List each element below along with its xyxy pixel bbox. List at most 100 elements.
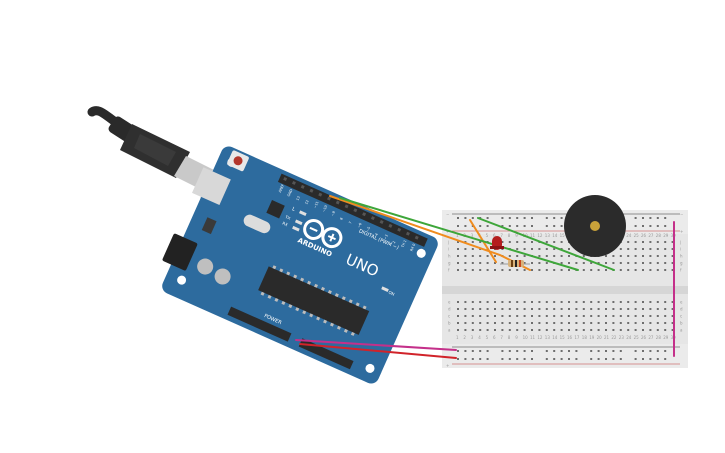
buzzer-icon[interactable] bbox=[564, 195, 626, 257]
usb-port[interactable] bbox=[192, 167, 231, 206]
breadboard-hole[interactable] bbox=[494, 322, 496, 324]
breadboard-hole[interactable] bbox=[553, 308, 556, 310]
breadboard-hole[interactable] bbox=[494, 315, 496, 317]
breadboard-hole[interactable] bbox=[464, 269, 467, 271]
breadboard-hole[interactable] bbox=[471, 269, 474, 271]
breadboard-hole[interactable] bbox=[627, 315, 630, 317]
rail-hole[interactable] bbox=[642, 350, 644, 352]
rail-hole[interactable] bbox=[531, 217, 533, 219]
header-pin[interactable] bbox=[344, 204, 349, 209]
rail-hole[interactable] bbox=[516, 225, 519, 227]
rail-hole[interactable] bbox=[597, 358, 600, 360]
magenta-wire[interactable] bbox=[295, 339, 457, 351]
rail-hole[interactable] bbox=[553, 358, 556, 360]
breadboard-hole[interactable] bbox=[516, 315, 519, 317]
breadboard-hole[interactable] bbox=[656, 255, 659, 257]
green-wire-1[interactable] bbox=[339, 197, 579, 271]
breadboard-hole[interactable] bbox=[560, 301, 563, 303]
breadboard-hole[interactable] bbox=[553, 301, 556, 303]
breadboard-hole[interactable] bbox=[656, 322, 659, 324]
breadboard-hole[interactable] bbox=[568, 308, 570, 310]
breadboard-hole[interactable] bbox=[575, 308, 578, 310]
breadboard-hole[interactable] bbox=[531, 315, 533, 317]
breadboard-hole[interactable] bbox=[605, 269, 607, 271]
breadboard-hole[interactable] bbox=[479, 308, 482, 310]
breadboard-hole[interactable] bbox=[671, 308, 674, 310]
rail-hole[interactable] bbox=[531, 358, 533, 360]
breadboard-hole[interactable] bbox=[501, 262, 504, 264]
rail-hole[interactable] bbox=[649, 225, 652, 227]
breadboard-hole[interactable] bbox=[457, 315, 459, 317]
rail-hole[interactable] bbox=[486, 217, 489, 219]
breadboard-hole[interactable] bbox=[612, 262, 615, 264]
rail-hole[interactable] bbox=[516, 217, 519, 219]
rail-hole[interactable] bbox=[457, 350, 459, 352]
rail-hole[interactable] bbox=[553, 217, 556, 219]
breadboard-hole[interactable] bbox=[516, 329, 519, 331]
breadboard-hole[interactable] bbox=[516, 241, 519, 243]
breadboard-hole[interactable] bbox=[457, 308, 459, 310]
breadboard-hole[interactable] bbox=[671, 315, 674, 317]
breadboard-hole[interactable] bbox=[582, 255, 585, 257]
breadboard-hole[interactable] bbox=[634, 269, 637, 271]
rail-hole[interactable] bbox=[523, 358, 526, 360]
breadboard-hole[interactable] bbox=[582, 315, 585, 317]
breadboard-hole[interactable] bbox=[642, 329, 644, 331]
breadboard-hole[interactable] bbox=[479, 322, 482, 324]
rail-hole[interactable] bbox=[457, 225, 459, 227]
breadboard-hole[interactable] bbox=[471, 262, 474, 264]
breadboard-hole[interactable] bbox=[582, 301, 585, 303]
breadboard-hole[interactable] bbox=[553, 269, 556, 271]
breadboard-hole[interactable] bbox=[582, 322, 585, 324]
breadboard-hole[interactable] bbox=[634, 315, 637, 317]
rail-hole[interactable] bbox=[560, 225, 563, 227]
breadboard-hole[interactable] bbox=[464, 255, 467, 257]
reset-button[interactable] bbox=[227, 150, 250, 172]
rail-hole[interactable] bbox=[508, 358, 511, 360]
rail-hole[interactable] bbox=[545, 358, 548, 360]
breadboard-hole[interactable] bbox=[523, 241, 526, 243]
breadboard-hole[interactable] bbox=[634, 301, 637, 303]
breadboard-hole[interactable] bbox=[538, 248, 541, 250]
breadboard-hole[interactable] bbox=[494, 255, 496, 257]
rail-hole[interactable] bbox=[486, 225, 489, 227]
rail-hole[interactable] bbox=[568, 350, 570, 352]
header-pin[interactable] bbox=[291, 180, 296, 185]
breadboard-hole[interactable] bbox=[642, 269, 644, 271]
breadboard-hole[interactable] bbox=[479, 262, 482, 264]
breadboard-hole[interactable] bbox=[523, 255, 526, 257]
rail-hole[interactable] bbox=[560, 217, 563, 219]
breadboard-hole[interactable] bbox=[457, 322, 459, 324]
breadboard-hole[interactable] bbox=[545, 241, 548, 243]
breadboard-hole[interactable] bbox=[457, 269, 459, 271]
rail-hole[interactable] bbox=[479, 225, 482, 227]
breadboard-hole[interactable] bbox=[671, 329, 674, 331]
rail-hole[interactable] bbox=[471, 217, 474, 219]
rail-hole[interactable] bbox=[619, 358, 622, 360]
breadboard-hole[interactable] bbox=[494, 308, 496, 310]
breadboard-hole[interactable] bbox=[664, 322, 667, 324]
breadboard-hole[interactable] bbox=[664, 329, 667, 331]
breadboard-hole[interactable] bbox=[531, 269, 533, 271]
breadboard-hole[interactable] bbox=[619, 248, 622, 250]
breadboard-hole[interactable] bbox=[605, 308, 607, 310]
header-pin[interactable] bbox=[353, 208, 358, 213]
breadboard-hole[interactable] bbox=[649, 248, 652, 250]
breadboard-hole[interactable] bbox=[656, 248, 659, 250]
breadboard-hole[interactable] bbox=[486, 308, 489, 310]
breadboard-hole[interactable] bbox=[516, 255, 519, 257]
breadboard-hole[interactable] bbox=[464, 329, 467, 331]
breadboard-hole[interactable] bbox=[471, 248, 474, 250]
breadboard-hole[interactable] bbox=[545, 269, 548, 271]
rail-hole[interactable] bbox=[575, 350, 578, 352]
breadboard-hole[interactable] bbox=[523, 329, 526, 331]
rail-hole[interactable] bbox=[634, 217, 637, 219]
header-pin[interactable] bbox=[283, 177, 288, 182]
breadboard-hole[interactable] bbox=[486, 329, 489, 331]
breadboard-hole[interactable] bbox=[575, 322, 578, 324]
breadboard-hole[interactable] bbox=[590, 308, 593, 310]
breadboard-hole[interactable] bbox=[634, 241, 637, 243]
breadboard-hole[interactable] bbox=[494, 329, 496, 331]
breadboard-hole[interactable] bbox=[545, 315, 548, 317]
breadboard-hole[interactable] bbox=[501, 322, 504, 324]
